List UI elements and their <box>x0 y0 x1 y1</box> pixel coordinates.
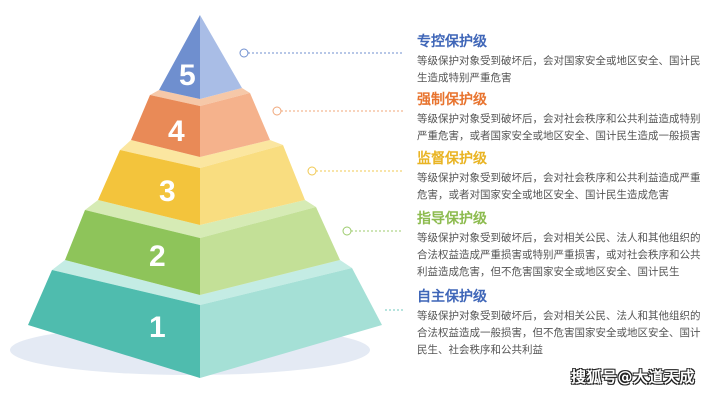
level-description: 等级保护对象受到破坏后，会对相关公民、法人和其他组织的合法权益造成严重损害或特别… <box>417 232 701 278</box>
level-1-info: 自主保护级 等级保护对象受到破坏后，会对相关公民、法人和其他组织的合法权益造成一… <box>417 288 707 359</box>
pyramid-layer-3: 3 <box>98 140 305 225</box>
pyramid-layer-4: 4 <box>131 88 270 157</box>
layer-number: 4 <box>168 115 185 148</box>
layer-number: 5 <box>179 59 196 92</box>
layer-number: 1 <box>149 311 166 344</box>
level-title: 自主保护级 <box>417 289 487 305</box>
pyramid-layer-2: 2 <box>65 200 340 295</box>
pyramid-layer-5: 5 <box>159 15 242 99</box>
level-4-info: 强制保护级 等级保护对象受到破坏后，会对社会秩序和公共利益造成特别严重危害，或者… <box>417 91 707 145</box>
level-description: 等级保护对象受到破坏后，会对国家安全或地区安全、国计民生造成特别严重危害 <box>417 55 701 84</box>
level-description: 等级保护对象受到破坏后，会对相关公民、法人和其他组织的合法权益造成一般损害，但不… <box>417 310 701 356</box>
connector-lines <box>239 48 403 311</box>
layer-number: 2 <box>149 240 166 273</box>
level-title: 指导保护级 <box>417 211 487 227</box>
level-description: 等级保护对象受到破坏后，会对社会秩序和公共利益造成严重危害，或者对国家安全或地区… <box>417 172 701 201</box>
layer-number: 3 <box>159 175 176 208</box>
level-2-info: 指导保护级 等级保护对象受到破坏后，会对相关公民、法人和其他组织的合法权益造成严… <box>417 210 707 281</box>
level-title: 专控保护级 <box>417 34 487 50</box>
pyramid-layer-1: 1 <box>28 260 382 378</box>
watermark: 搜狐号@大道天成 <box>571 368 696 386</box>
level-title: 监督保护级 <box>417 151 487 167</box>
level-5-info: 专控保护级 等级保护对象受到破坏后，会对国家安全或地区安全、国计民生造成特别严重… <box>417 33 707 87</box>
level-description: 等级保护对象受到破坏后，会对社会秩序和公共利益造成特别严重危害，或者国家安全或地… <box>417 113 701 142</box>
level-3-info: 监督保护级 等级保护对象受到破坏后，会对社会秩序和公共利益造成严重危害，或者对国… <box>417 150 707 204</box>
level-title: 强制保护级 <box>417 92 487 108</box>
